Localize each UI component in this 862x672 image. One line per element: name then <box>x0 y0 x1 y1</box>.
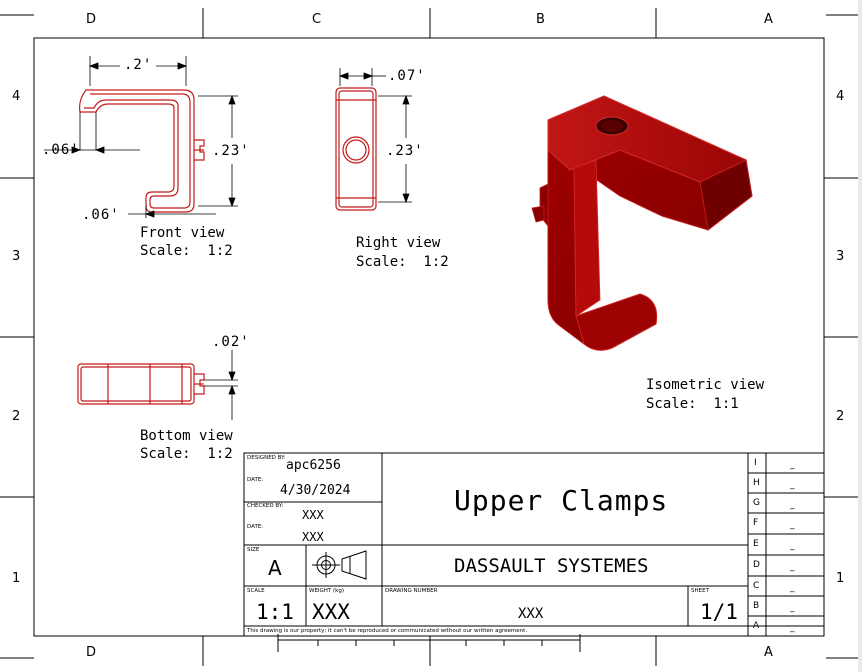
checked-by-value: XXX <box>302 508 324 522</box>
sheet-value: 1/1 <box>700 600 738 624</box>
zone-col-top-a: A <box>764 12 773 27</box>
front-view-scale: Scale: 1:2 <box>140 243 233 259</box>
revision-letter-c: C <box>753 581 760 591</box>
right-view-dimensions <box>338 68 412 204</box>
designed-by-value: apc6256 <box>286 458 341 473</box>
zone-col-top-b: B <box>536 12 545 27</box>
weight-label: WEIGHT (kg) <box>309 588 345 594</box>
front-view-title: Front view <box>140 225 225 241</box>
revision-value-c: _ <box>790 583 795 593</box>
drawing-number-label: DRAWING NUMBER <box>385 588 438 594</box>
dim-front-foot: .06' <box>82 207 120 223</box>
scale-value: 1:1 <box>256 600 294 624</box>
right-view-scale: Scale: 1:2 <box>356 254 449 270</box>
revision-value-h: _ <box>790 480 795 490</box>
zone-col-bottom-d: D <box>86 645 97 660</box>
dim-right-width: .07' <box>388 68 426 84</box>
isometric-view-title: Isometric view <box>646 377 765 393</box>
front-view-dimensions <box>44 56 238 218</box>
dim-front-height: .23' <box>212 143 250 159</box>
revision-letter-a: A <box>753 621 760 631</box>
right-view-geometry <box>335 87 377 211</box>
zone-col-top-d: D <box>86 12 97 27</box>
zone-col-bottom-a: A <box>764 645 773 660</box>
isometric-view-scale: Scale: 1:1 <box>646 396 739 412</box>
revision-value-d: _ <box>790 562 795 572</box>
revision-letter-b: B <box>753 601 760 611</box>
scroll-edge <box>858 0 862 672</box>
front-view-geometry <box>79 89 205 213</box>
dim-front-lip: .06' <box>42 142 80 158</box>
zone-row-left-4: 4 <box>12 89 21 104</box>
revision-value-e: _ <box>790 541 795 551</box>
revision-value-f: _ <box>790 520 795 530</box>
revision-value-i: _ <box>790 460 795 470</box>
revision-value-g: _ <box>790 500 795 510</box>
revision-letter-d: D <box>753 560 760 570</box>
zone-row-left-3: 3 <box>12 249 21 264</box>
zone-row-right-4: 4 <box>836 89 845 104</box>
sheet-border <box>0 8 862 666</box>
revision-letter-e: E <box>753 539 759 549</box>
dim-bottom-gap: .02' <box>212 334 250 350</box>
revision-value-a: _ <box>790 623 795 633</box>
date-label: DATE: <box>247 477 264 483</box>
zone-row-right-2: 2 <box>836 409 845 424</box>
revision-letter-f: F <box>753 518 759 528</box>
zone-row-left-1: 1 <box>12 571 21 586</box>
ownership-notice: This drawing is our property; it can't b… <box>247 628 528 634</box>
zone-row-left-2: 2 <box>12 409 21 424</box>
title-block-grid <box>243 452 825 637</box>
zone-col-top-c: C <box>312 12 322 27</box>
bottom-view-title: Bottom view <box>140 428 233 444</box>
designed-by-label: DESIGNED BY: <box>247 455 286 461</box>
scale-label: SCALE <box>247 588 265 594</box>
dim-right-height: .23' <box>386 143 424 159</box>
revision-value-b: _ <box>790 603 795 613</box>
date2-value: XXX <box>302 530 324 544</box>
bottom-view-dimensions <box>204 350 238 420</box>
revision-letter-i: I <box>754 458 757 468</box>
date2-label: DATE: <box>247 524 264 530</box>
zone-row-right-1: 1 <box>836 571 845 586</box>
right-view-title: Right view <box>356 235 441 251</box>
company-name: DASSAULT SYSTEMES <box>454 555 649 577</box>
size-value: A <box>268 556 282 580</box>
zone-row-right-3: 3 <box>836 249 845 264</box>
date-value: 4/30/2024 <box>280 483 351 498</box>
revision-letter-g: G <box>753 498 760 508</box>
drawing-number-value: XXX <box>518 606 544 622</box>
checked-by-label: CHECKED BY: <box>247 503 284 509</box>
weight-value: XXX <box>312 600 350 624</box>
dim-front-width: .2' <box>124 57 153 73</box>
isometric-view-geometry <box>531 95 753 351</box>
sheet-label: SHEET <box>691 588 709 594</box>
bottom-view-geometry <box>77 363 205 405</box>
third-angle-projection-icon <box>312 550 367 580</box>
drawing-title: Upper Clamps <box>454 484 669 517</box>
bottom-view-scale: Scale: 1:2 <box>140 446 233 462</box>
size-label: SIZE <box>247 547 260 553</box>
revision-letter-h: H <box>753 478 760 488</box>
